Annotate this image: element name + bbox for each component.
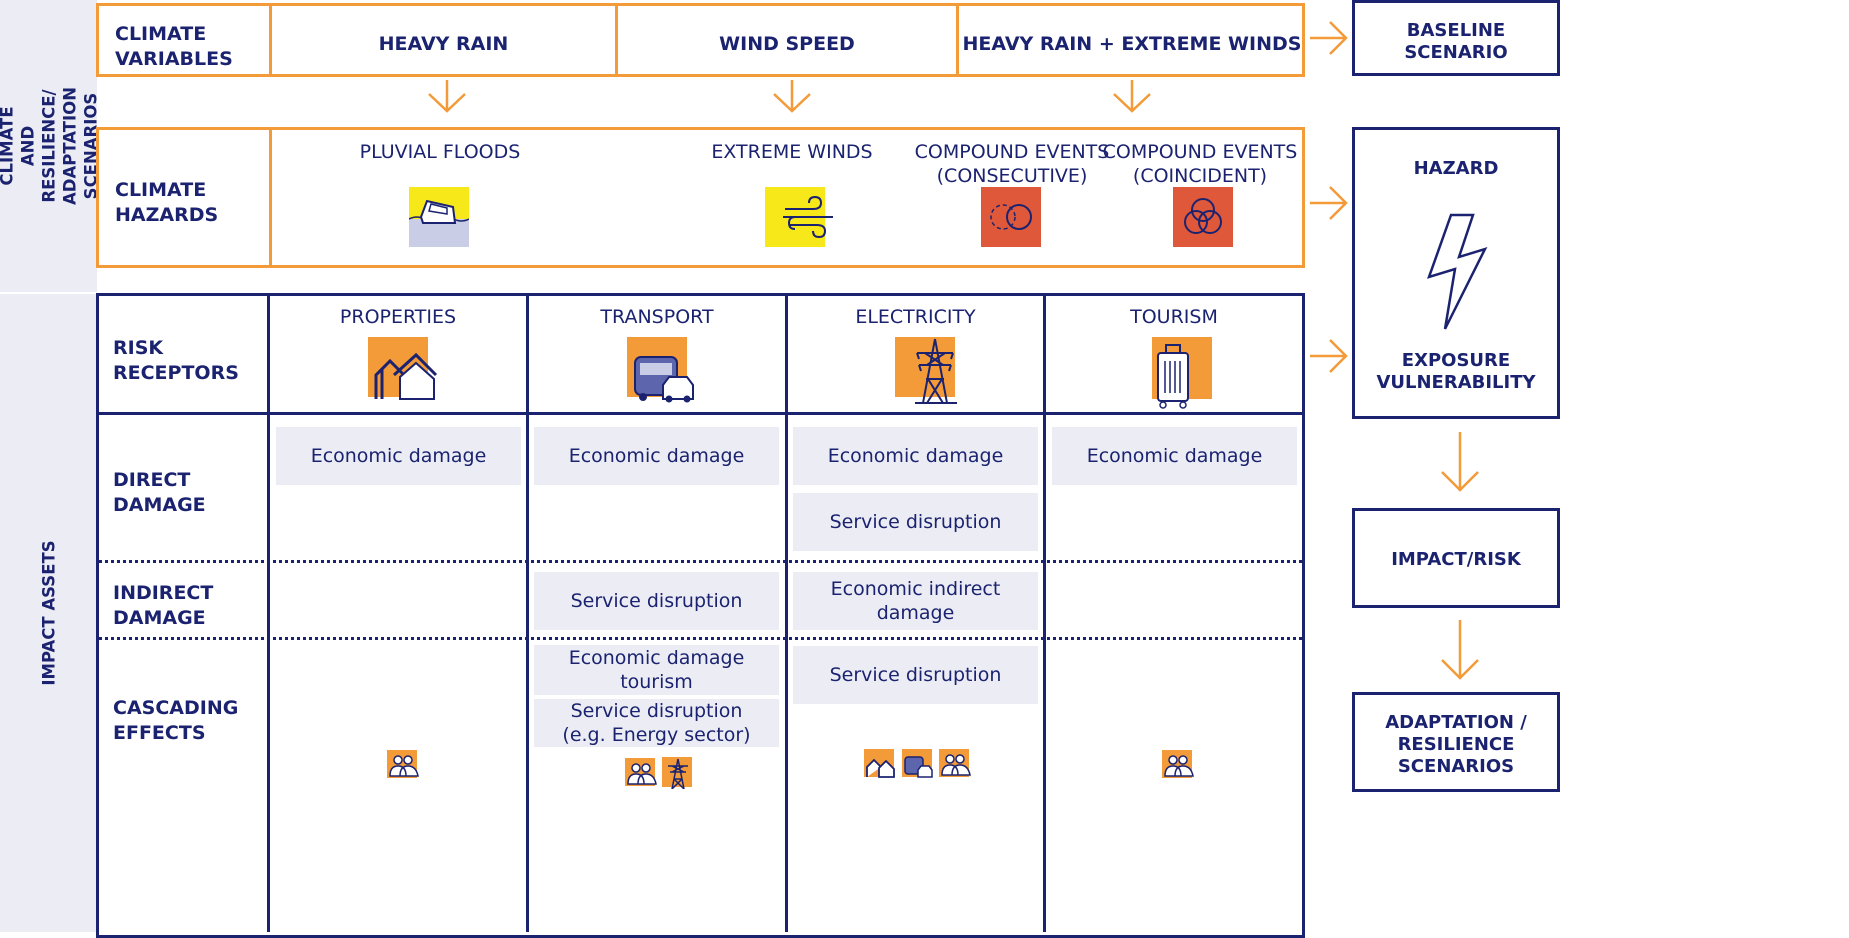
- direct-transport-economic: Economic damage: [534, 427, 779, 485]
- people-icon: [939, 749, 971, 777]
- divider: [269, 130, 272, 265]
- indirect-transport-service: Service disruption: [534, 572, 779, 630]
- arrow-right-icon: [1310, 21, 1348, 55]
- arrow-down-icon: [1441, 432, 1479, 492]
- divider: [269, 6, 272, 74]
- hazard-coincident-label: COMPOUND EVENTS (COINCIDENT): [1102, 141, 1298, 187]
- indirect-damage-label: INDIRECT DAMAGE: [113, 582, 214, 629]
- divider: [615, 6, 618, 74]
- baseline-scenario-box: BASELINE SCENARIO: [1352, 0, 1560, 76]
- arrow-down-icon: [1113, 80, 1151, 113]
- receptor-transport-label: TRANSPORT: [600, 306, 714, 328]
- power-pylon-icon: [895, 337, 957, 404]
- people-icon: [1162, 750, 1194, 778]
- adaptation-scenarios-box: ADAPTATION / RESILIENCE SCENARIOS: [1352, 692, 1560, 792]
- variable-rain-winds: HEAVY RAIN + EXTREME WINDS: [962, 33, 1302, 55]
- direct-electricity-service: Service disruption: [793, 493, 1038, 551]
- arrow-right-icon: [1310, 186, 1348, 220]
- houses-icon: [368, 337, 438, 400]
- adaptation-scenarios-label: ADAPTATION / RESILIENCE SCENARIOS: [1385, 712, 1527, 777]
- wind-icon: [765, 187, 833, 247]
- houses-icon: [864, 749, 895, 778]
- receptor-tourism-label: TOURISM: [1130, 306, 1218, 328]
- coincident-circles-icon: [1173, 187, 1233, 247]
- divider: [1043, 293, 1046, 932]
- dotted-divider: [99, 637, 1302, 640]
- risk-receptors-label: RISK RECEPTORS: [113, 337, 239, 384]
- scenario-sidebar: CLIMATE AND RESILIENCE/ ADAPTATION SCENA…: [0, 0, 100, 292]
- impact-assets-sidebar: IMPACT ASSETS: [0, 294, 97, 932]
- arrow-down-icon: [1441, 620, 1479, 680]
- receptor-electricity-label: ELECTRICITY: [855, 306, 976, 328]
- divider: [785, 293, 788, 932]
- vehicles-icon: [627, 337, 694, 403]
- baseline-scenario-label: BASELINE SCENARIO: [1404, 20, 1508, 63]
- arrow-down-icon: [428, 80, 466, 113]
- cascading-effects-label: CASCADING EFFECTS: [113, 697, 239, 744]
- indirect-electricity-economic: Economic indirect damage: [793, 572, 1038, 630]
- cascading-transport-tourism: Economic damage tourism: [534, 645, 779, 695]
- divider: [526, 293, 529, 932]
- hazard-label: HAZARD: [1413, 158, 1499, 179]
- hazard-extreme-winds-label: EXTREME WINDS: [711, 141, 873, 163]
- hazard-pluvial-floods-label: PLUVIAL FLOODS: [359, 141, 521, 163]
- arrow-right-icon: [1310, 339, 1348, 373]
- cascading-electricity-service: Service disruption: [793, 646, 1038, 704]
- hazard-exposure-box: HAZARD EXPOSURE VULNERABILITY: [1352, 127, 1560, 419]
- variable-wind-speed: WIND SPEED: [719, 33, 855, 55]
- flooded-car-icon: [409, 187, 469, 247]
- direct-damage-label: DIRECT DAMAGE: [113, 469, 206, 516]
- people-icon: [625, 758, 657, 786]
- arrow-down-icon: [773, 80, 811, 113]
- impact-assets-label: IMPACT ASSETS: [39, 540, 58, 686]
- direct-electricity-economic: Economic damage: [793, 427, 1038, 485]
- climate-variables-row: CLIMATE VARIABLES HEAVY RAIN WIND SPEED …: [96, 3, 1305, 77]
- direct-properties-economic: Economic damage: [276, 427, 521, 485]
- divider: [96, 412, 1305, 415]
- divider: [956, 6, 959, 74]
- dotted-divider: [99, 560, 1302, 563]
- climate-variables-label: CLIMATE VARIABLES: [115, 23, 233, 70]
- consecutive-circles-icon: [981, 187, 1041, 247]
- divider: [267, 293, 270, 932]
- impact-risk-label: IMPACT/RISK: [1391, 549, 1521, 570]
- cascading-transport-service: Service disruption (e.g. Energy sector): [534, 699, 779, 747]
- impact-risk-box: IMPACT/RISK: [1352, 508, 1560, 608]
- exposure-vulnerability-label: EXPOSURE VULNERABILITY: [1376, 350, 1536, 393]
- climate-hazards-row: CLIMATE HAZARDS: [96, 127, 1305, 268]
- hazard-consecutive-label: COMPOUND EVENTS (CONSECUTIVE): [914, 141, 1110, 187]
- variable-heavy-rain: HEAVY RAIN: [378, 33, 509, 55]
- vehicles-icon: [902, 749, 933, 778]
- lightning-icon: [1427, 213, 1488, 330]
- people-icon: [387, 750, 419, 778]
- suitcase-icon: [1152, 337, 1212, 409]
- scenario-sidebar-label: CLIMATE AND RESILIENCE/ ADAPTATION SCENA…: [0, 86, 100, 206]
- direct-tourism-economic: Economic damage: [1052, 427, 1297, 485]
- receptor-properties-label: PROPERTIES: [339, 306, 457, 328]
- climate-hazards-label: CLIMATE HAZARDS: [115, 179, 219, 226]
- power-pylon-icon: [662, 757, 692, 789]
